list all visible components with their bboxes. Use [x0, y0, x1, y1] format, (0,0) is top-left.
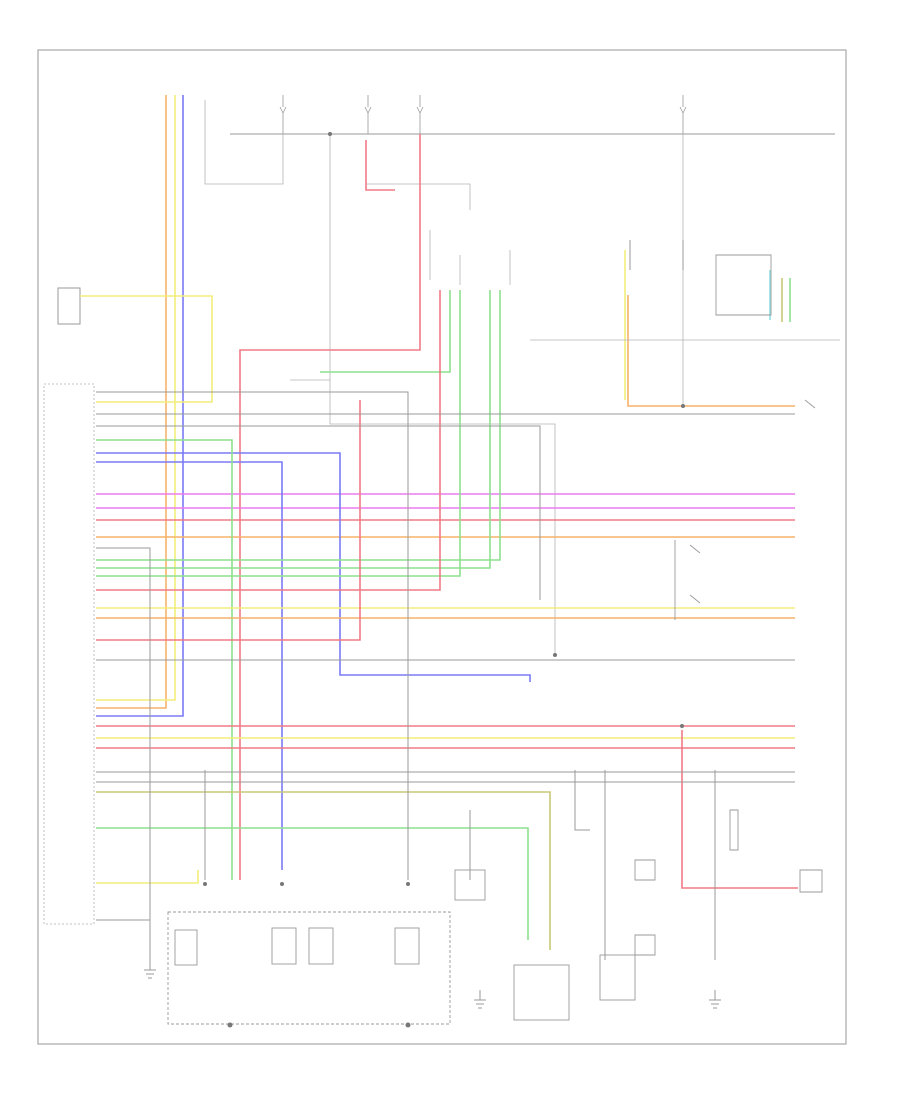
wire-yellow-4	[96, 870, 199, 884]
wire-orange-vertical	[96, 95, 167, 709]
wire-red-2	[365, 140, 395, 191]
wire-olive-1	[96, 791, 551, 950]
wire-blue-2	[96, 452, 531, 682]
wire-red-5	[96, 400, 361, 641]
wire-green-3	[96, 290, 491, 569]
wire-red-8	[681, 730, 798, 889]
sensor-boxes	[174, 869, 636, 1021]
ground-symbols	[144, 955, 721, 1009]
wire-yellow-vertical	[96, 95, 176, 701]
wire-green-5	[320, 290, 451, 373]
wire-red-bus	[239, 134, 421, 880]
wire-blue-3	[96, 461, 283, 870]
wire-green-6	[96, 827, 529, 940]
wire-red-4	[96, 290, 441, 591]
ecm-connector-strip	[43, 383, 95, 925]
wire-green-2	[96, 290, 501, 561]
colored-wires	[80, 95, 798, 950]
fuse-group	[279, 95, 687, 134]
wire-green-1	[96, 439, 233, 880]
wire-blue-vertical	[96, 95, 184, 717]
wire-orange-4	[627, 295, 795, 407]
gray-wires	[96, 339, 840, 960]
left-sensor-box	[57, 287, 81, 325]
junction-dots	[203, 132, 685, 1028]
wire-green-4	[96, 290, 461, 577]
top-circuit-lines	[204, 100, 684, 654]
wire-yellow-sensor	[80, 295, 213, 403]
sensor-cluster-box	[167, 911, 451, 1025]
diagram-border	[37, 49, 847, 1045]
switch-group	[634, 254, 823, 956]
